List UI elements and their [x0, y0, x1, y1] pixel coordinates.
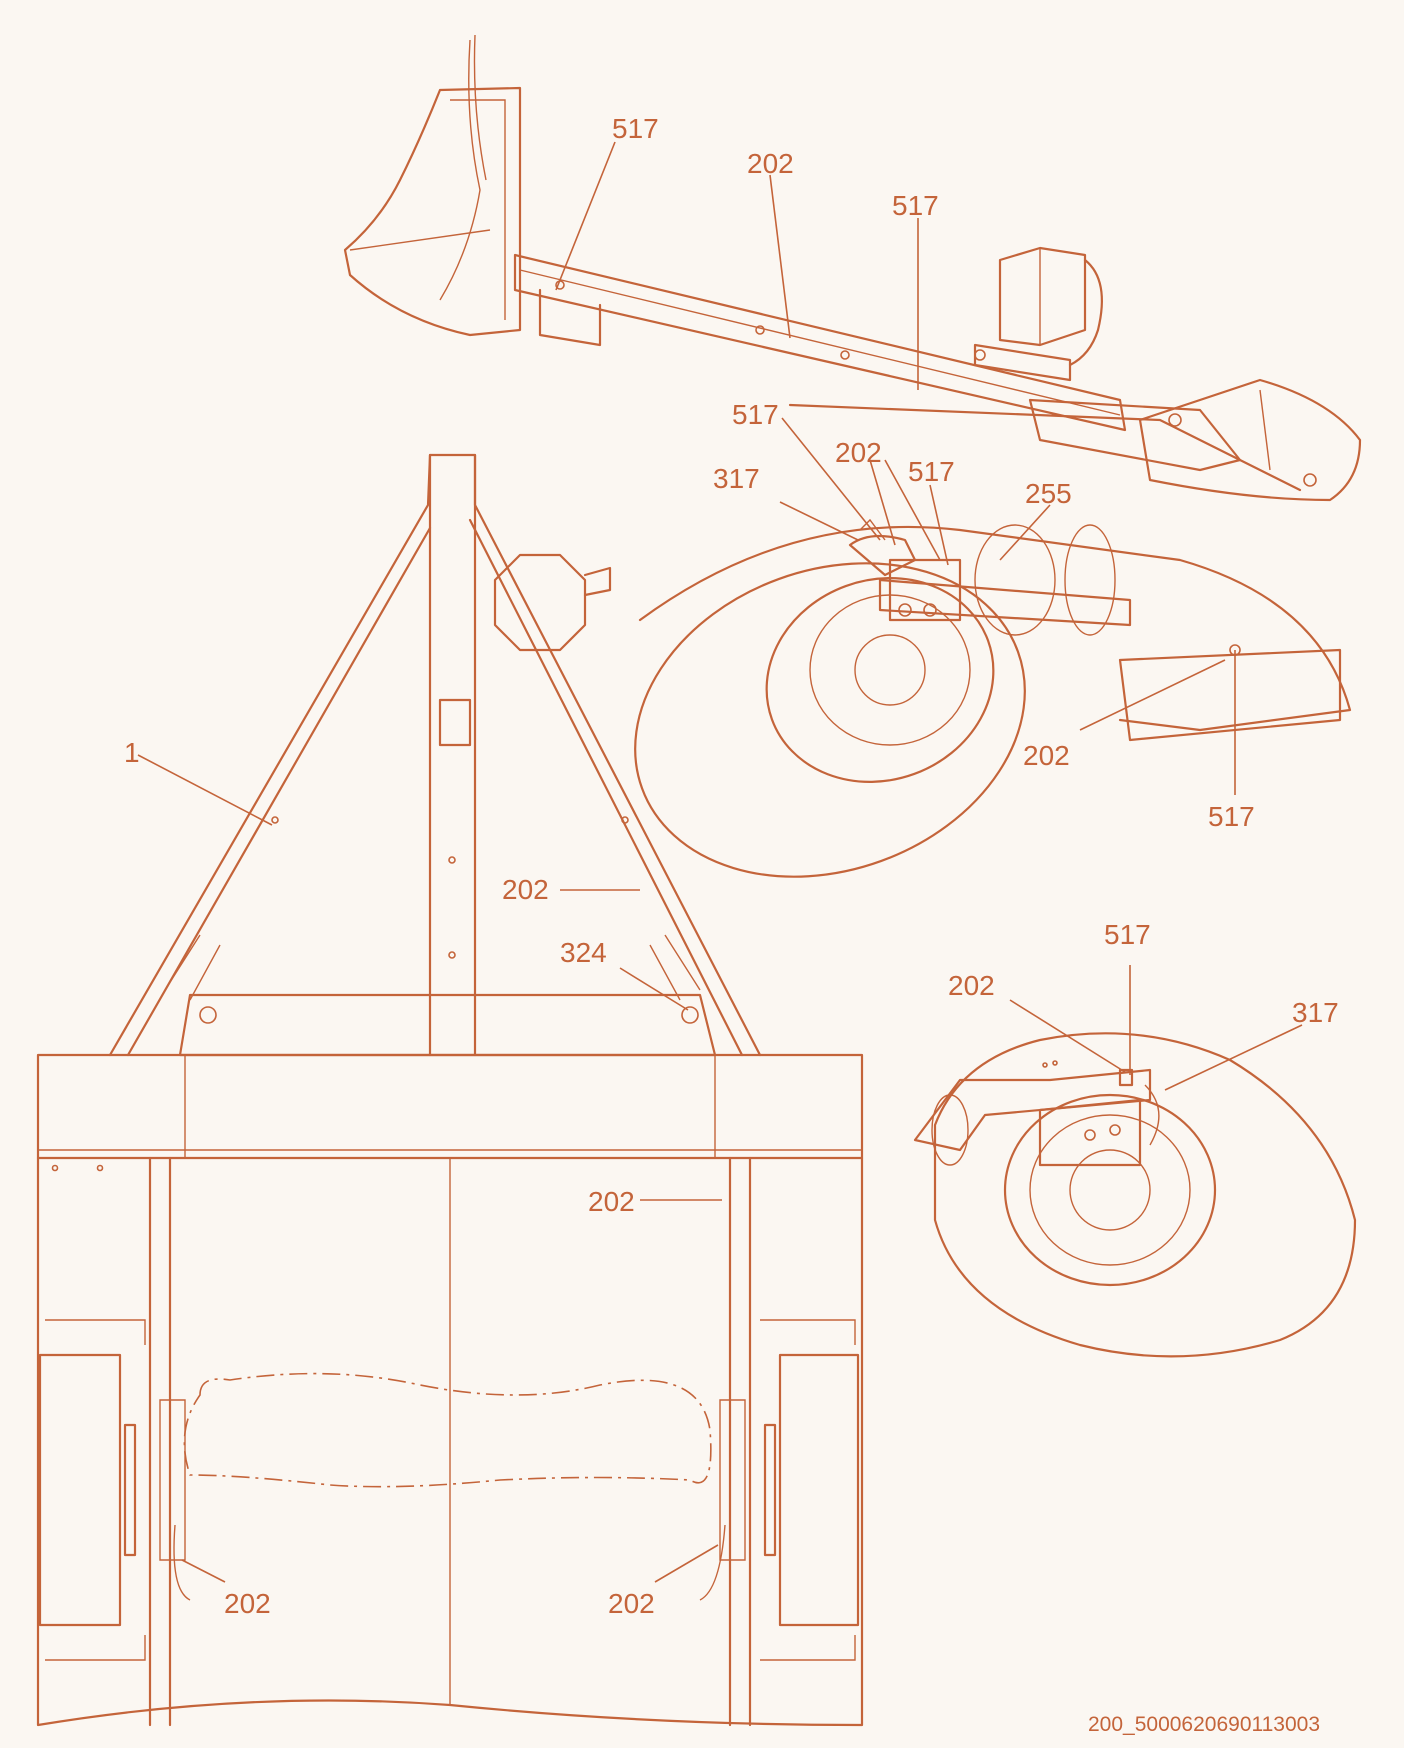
callout-main-202-a: 202 — [502, 874, 549, 905]
callout-wheel-202: 202 — [948, 970, 995, 1001]
towbar-frame-view — [343, 34, 1362, 502]
callout-axle-517-a: 517 — [732, 399, 779, 430]
callout-main-202-c: 202 — [224, 1588, 271, 1619]
callout-wheel-517: 517 — [1104, 919, 1151, 950]
callout-main-202-b: 202 — [588, 1186, 635, 1217]
callout-axle-517-c: 517 — [1208, 801, 1255, 832]
callout-axle-202-b: 202 — [1023, 740, 1070, 771]
callout-axle-255: 255 — [1025, 478, 1072, 509]
callout-main-202-d: 202 — [608, 1588, 655, 1619]
callout-wheel-317: 317 — [1292, 997, 1339, 1028]
axle-wheel-detail — [634, 518, 1352, 878]
callout-main-324: 324 — [560, 937, 607, 968]
document-id: 200_5000620690113003 — [1088, 1713, 1320, 1736]
main-frame-view — [36, 453, 864, 1727]
wheel-detail — [913, 1032, 1357, 1358]
leader-lines — [137, 141, 1303, 1583]
callouts: 517 202 517 517 202 317 517 255 202 517 … — [124, 113, 1339, 1736]
callout-top-202: 202 — [747, 148, 794, 179]
callout-axle-202: 202 — [835, 437, 882, 468]
callout-top-517-b: 517 — [892, 190, 939, 221]
callout-axle-317: 317 — [713, 463, 760, 494]
callout-axle-517-b: 517 — [908, 456, 955, 487]
callout-top-517-a: 517 — [612, 113, 659, 144]
callout-main-1: 1 — [124, 737, 140, 768]
